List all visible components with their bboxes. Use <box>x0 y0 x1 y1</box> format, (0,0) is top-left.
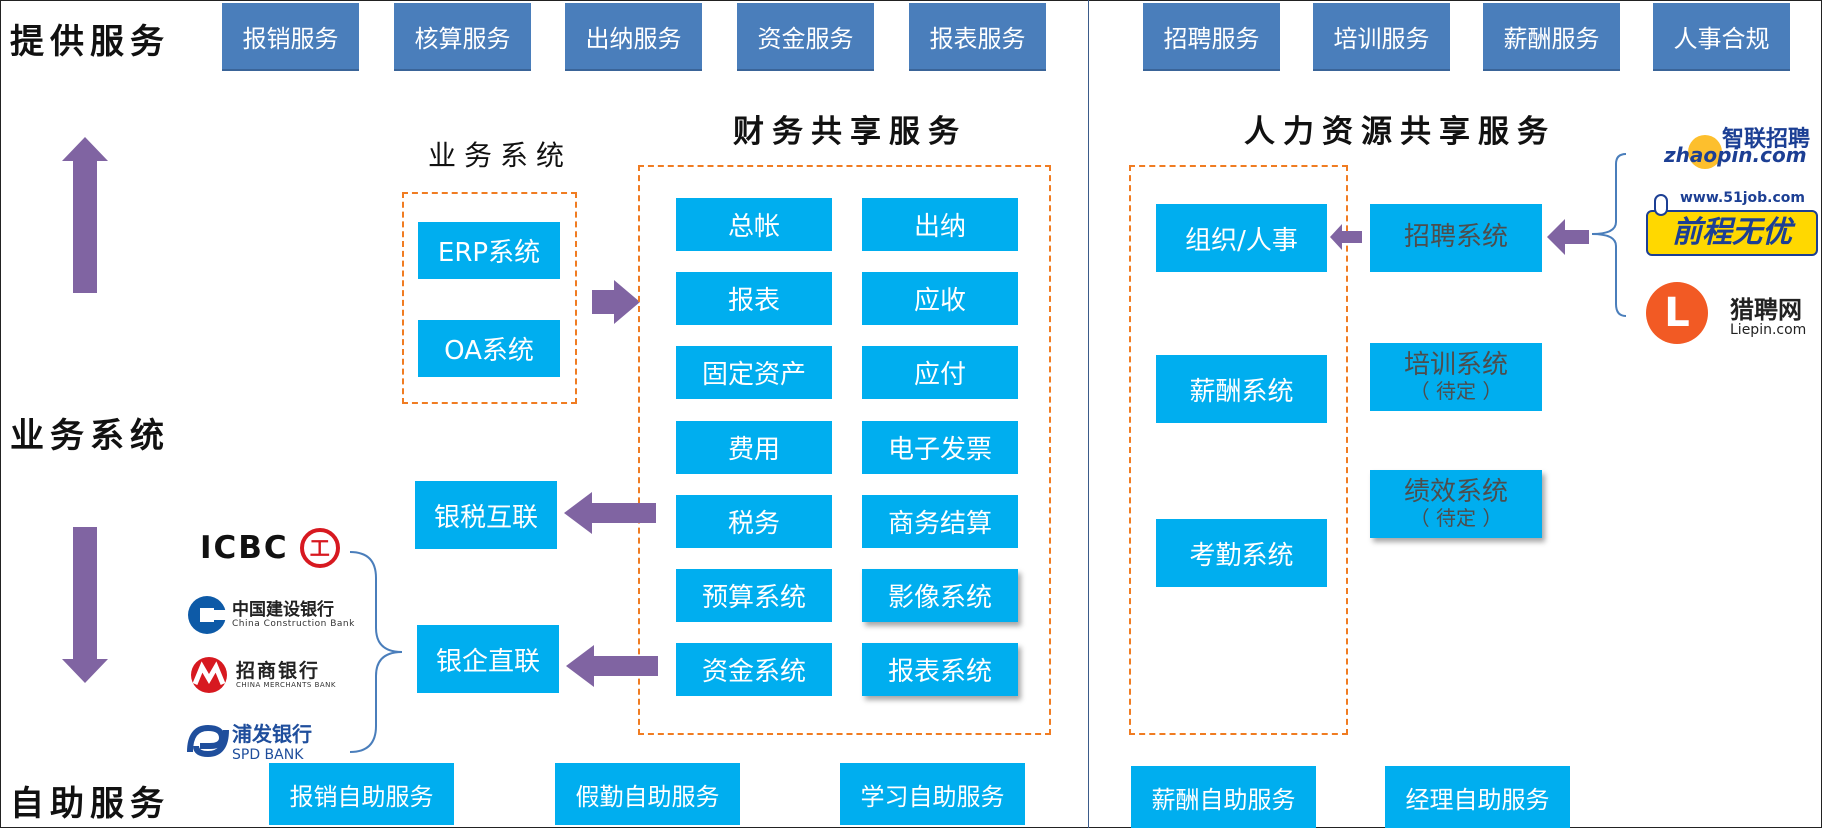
ccb-emblem-icon <box>188 596 227 634</box>
51job-name-cn: 前程无优 <box>1646 210 1818 256</box>
spdb-logo: 浦发银行 SPD BANK <box>186 718 312 763</box>
icbc-emblem-icon: 工 <box>299 528 340 568</box>
bank-enterprise-link-box: 银企直联 <box>417 625 559 693</box>
hr-organization-box: 组织/人事 <box>1156 204 1327 272</box>
top-service-cashier: 出纳服务 <box>565 3 702 71</box>
left-arrow-icon <box>564 492 656 534</box>
spdb-emblem-icon <box>187 724 229 757</box>
top-service-recruiting: 招聘服务 <box>1143 3 1280 71</box>
ccb-name-cn: 中国建设银行 <box>232 599 334 620</box>
up-arrow-icon <box>62 137 108 293</box>
ccb-name-en: China Construction Bank <box>232 618 355 629</box>
spdb-name-cn: 浦发银行 <box>232 722 312 746</box>
top-service-reimbursement: 报销服务 <box>222 3 359 71</box>
module-reports: 报表 <box>676 272 832 325</box>
module-tax: 税务 <box>676 495 832 548</box>
module-fixed-assets: 固定资产 <box>676 346 832 399</box>
hr-shared-title: 人力资源共享服务 <box>1244 114 1556 150</box>
zhaopin-circle-icon <box>1688 135 1722 169</box>
ccb-logo: 中国建设银行 China Construction Bank <box>186 594 355 636</box>
bank-tax-link-box: 银税互联 <box>415 481 557 549</box>
performance-system-box: 绩效系统 （ 待定 ） <box>1370 470 1542 538</box>
training-pending-label: （ 待定 ） <box>1409 379 1503 404</box>
cmb-name-cn: 招商银行 <box>236 659 321 682</box>
self-service-payroll: 薪酬自助服务 <box>1131 766 1316 828</box>
finance-shared-group <box>638 165 1051 735</box>
performance-system-label: 绩效系统 <box>1403 476 1508 507</box>
training-system-box: 培训系统 （ 待定 ） <box>1370 343 1542 411</box>
self-service-leave: 假勤自助服务 <box>555 763 740 825</box>
erp-system-box: ERP系统 <box>418 222 560 279</box>
module-expenses: 费用 <box>676 421 832 474</box>
recruitment-system-box: 招聘系统 <box>1370 204 1542 272</box>
module-e-invoice: 电子发票 <box>862 421 1018 474</box>
pointer-hand-icon <box>1654 194 1668 216</box>
hr-payroll-system-box: 薪酬系统 <box>1156 355 1327 423</box>
training-system-label: 培训系统 <box>1403 349 1508 380</box>
left-arrow-icon <box>566 645 658 687</box>
self-service-learning: 学习自助服务 <box>840 763 1025 825</box>
performance-pending-label: （ 待定 ） <box>1409 506 1503 531</box>
cmb-logo: 招商银行 CHINA MERCHANTS BANK <box>186 655 336 695</box>
section-divider <box>1088 0 1089 828</box>
zhaopin-name-cn: 智联招聘 <box>1722 127 1811 152</box>
right-arrow-icon <box>592 280 640 324</box>
liepin-logo: L 猎聘网 Liepin.com <box>1646 282 1818 346</box>
left-arrow-icon <box>1547 219 1589 255</box>
spdb-name-en: SPD BANK <box>232 747 304 763</box>
module-general-ledger: 总帐 <box>676 198 832 251</box>
left-arrow-icon <box>1330 224 1362 250</box>
module-imaging-system: 影像系统 <box>862 569 1018 622</box>
zhaopin-name-en: zhaopin.com <box>1664 143 1807 167</box>
module-receivables: 应收 <box>862 272 1018 325</box>
module-business-settlement: 商务结算 <box>862 495 1018 548</box>
top-service-accounting: 核算服务 <box>394 3 531 71</box>
row-label-provide: 提供服务 <box>10 22 170 62</box>
module-budget-system: 预算系统 <box>676 569 832 622</box>
module-reporting-system: 报表系统 <box>862 643 1018 696</box>
self-service-reimbursement: 报销自助服务 <box>269 763 454 825</box>
hr-shared-group <box>1129 165 1348 735</box>
51job-logo: www.51job.com 前程无优 <box>1646 190 1818 264</box>
cmb-emblem-icon <box>191 657 227 693</box>
icbc-text: ICBC <box>200 530 289 566</box>
zhaopin-logo: 智联招聘 zhaopin.com <box>1664 123 1814 171</box>
oa-system-box: OA系统 <box>418 320 560 377</box>
row-label-self-service: 自助服务 <box>10 784 170 824</box>
row-label-business: 业务系统 <box>10 416 170 456</box>
hr-attendance-system-box: 考勤系统 <box>1156 519 1327 587</box>
liepin-name-cn: 猎聘网 <box>1730 296 1802 324</box>
51job-url: www.51job.com <box>1680 190 1805 206</box>
cmb-name-en: CHINA MERCHANTS BANK <box>236 680 336 689</box>
down-arrow-icon <box>62 527 108 683</box>
liepin-emblem-icon: L <box>1646 282 1708 344</box>
bank-bracket <box>349 551 403 753</box>
module-payables: 应付 <box>862 346 1018 399</box>
recruitment-system-label: 招聘系统 <box>1403 222 1508 253</box>
module-cashier: 出纳 <box>862 198 1018 251</box>
finance-shared-title: 财务共享服务 <box>733 114 967 150</box>
job-sites-bracket <box>1591 153 1627 317</box>
module-funds-system: 资金系统 <box>676 643 832 696</box>
liepin-name-en: Liepin.com <box>1730 322 1807 338</box>
top-service-hr-compliance: 人事合规 <box>1653 3 1790 71</box>
top-service-payroll: 薪酬服务 <box>1483 3 1620 71</box>
top-service-training: 培训服务 <box>1313 3 1450 71</box>
top-service-funds: 资金服务 <box>737 3 874 71</box>
self-service-manager: 经理自助服务 <box>1385 766 1570 828</box>
top-service-reports: 报表服务 <box>909 3 1046 71</box>
business-system-label: 业务系统 <box>427 139 572 172</box>
icbc-logo: ICBC 工 <box>200 528 340 568</box>
business-system-group <box>402 192 577 404</box>
